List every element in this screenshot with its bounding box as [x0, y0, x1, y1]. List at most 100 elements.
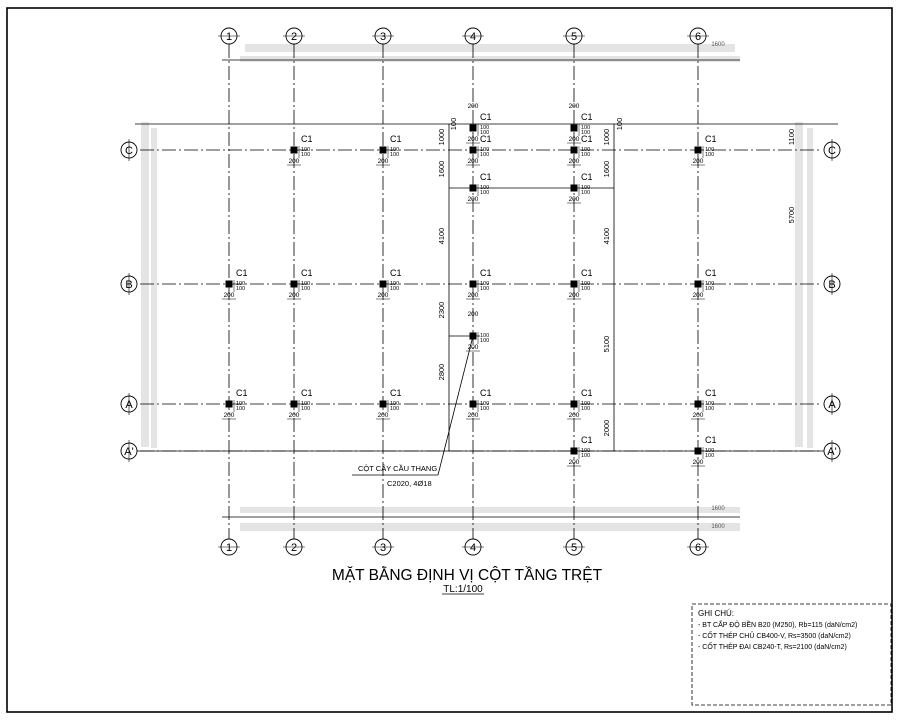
column-mark — [570, 124, 578, 132]
column-side-dim: 100 — [390, 406, 399, 412]
column-mark — [379, 146, 387, 154]
column-dim: 200 — [569, 412, 580, 419]
grid-label: 2 — [291, 542, 297, 554]
column-side-dim: 100 — [480, 125, 489, 131]
column-side-dim: 100 — [390, 152, 399, 158]
column-label: C1 — [705, 435, 717, 445]
grid-lines — [140, 44, 822, 540]
column-label: C1 — [581, 268, 593, 278]
column-dim: 200 — [468, 412, 479, 419]
column-dim: 200 — [569, 459, 580, 466]
column-side-dim: 100 — [581, 448, 590, 454]
column-label: C1 — [390, 388, 402, 398]
column-dim: 200 — [569, 292, 580, 299]
column-dim: 200 — [468, 292, 479, 299]
grid-bubble-A'-left: A' — [120, 440, 138, 462]
column-side-dim: 100 — [581, 190, 590, 196]
grid-bubble-2-top: 2 — [283, 27, 305, 45]
column-label: C1 — [301, 388, 313, 398]
grid-bubble-A-right: A — [823, 393, 841, 415]
column-mark — [570, 184, 578, 192]
column-side-dim: 100 — [301, 406, 310, 412]
column-label: C1 — [236, 268, 248, 278]
grid-label: A' — [827, 446, 836, 458]
axis5-dim-small: 100 — [615, 118, 624, 131]
column-label: C1 — [480, 388, 492, 398]
column-label: C1 — [480, 172, 492, 182]
axis4-dim: 1000 — [437, 129, 446, 146]
grid-label: 1 — [226, 31, 232, 43]
column-label: C1 — [390, 134, 402, 144]
column-dim: 200 — [569, 158, 580, 165]
grid-bubble-1-bottom: 1 — [218, 538, 240, 556]
drawing-scale: TL:1/100 — [443, 584, 483, 595]
column-mark — [469, 184, 477, 192]
blurred-dimension-strips — [141, 44, 813, 531]
column-label: C1 — [480, 268, 492, 278]
column-side-dim: 100 — [581, 125, 590, 131]
grid-bubble-B-right: B — [823, 273, 841, 295]
notes-item-3: - CỐT THÉP ĐAI CB240-T, Rs=2100 (daN/cm2… — [698, 641, 847, 651]
grid-bubble-A-left: A — [120, 393, 138, 415]
column-mark — [379, 280, 387, 288]
column-dim: 200 — [468, 196, 479, 203]
column-side-dim: 100 — [480, 333, 489, 339]
column-dim: 200 — [224, 292, 235, 299]
axis4-dim-small: 100 — [449, 118, 458, 131]
column-label: C1 — [480, 134, 492, 144]
column-mark — [225, 280, 233, 288]
axis4-dim: 1600 — [437, 161, 446, 178]
column-side-dim: 100 — [705, 286, 714, 292]
stair-column-callout: CỘT CÂY CẦU THANG C2020, 4Ø18 — [352, 335, 474, 488]
grid-label: A — [828, 399, 836, 411]
column-side-dim: 100 — [390, 401, 399, 407]
column-side-dim: 100 — [480, 401, 489, 407]
axis-dimension-labels: 1000160041002300280010001600410051002000… — [437, 118, 796, 437]
column-dim: 200 — [693, 459, 704, 466]
column-mark — [570, 447, 578, 455]
notes-item-2: - CỐT THÉP CHỦ CB400-V, Rs=3500 (daN/cm2… — [698, 630, 851, 640]
grid-label: 4 — [470, 542, 476, 554]
grid-bubble-5-bottom: 5 — [563, 538, 585, 556]
grid-label: 6 — [695, 31, 701, 43]
column-label: C1 — [581, 172, 593, 182]
column-side-dim: 100 — [581, 453, 590, 459]
column-side-dim: 100 — [236, 281, 245, 287]
column-side-dim: 100 — [301, 147, 310, 153]
column-label: C1 — [581, 134, 593, 144]
grid-label: 1 — [226, 542, 232, 554]
axis4-dim: 2300 — [437, 302, 446, 319]
right-dim: 5700 — [787, 207, 796, 224]
callout-line1: CỘT CÂY CẦU THANG — [358, 463, 437, 473]
column-mark — [290, 146, 298, 154]
column-side-dim: 100 — [390, 281, 399, 287]
column-side-dim: 100 — [301, 152, 310, 158]
strip-dim-label: 1600 — [711, 524, 725, 530]
grid-label: 2 — [291, 31, 297, 43]
column-label: C1 — [705, 268, 717, 278]
column-side-dim: 100 — [236, 406, 245, 412]
grid-bubble-2-bottom: 2 — [283, 538, 305, 556]
grid-bubble-3-bottom: 3 — [372, 538, 394, 556]
column-mark — [570, 400, 578, 408]
column-side-dim: 100 — [480, 185, 489, 191]
column-label: C1 — [581, 388, 593, 398]
strip-dim-label: 1600 — [711, 42, 725, 48]
column-mark — [469, 146, 477, 154]
column-side-dim: 100 — [236, 401, 245, 407]
